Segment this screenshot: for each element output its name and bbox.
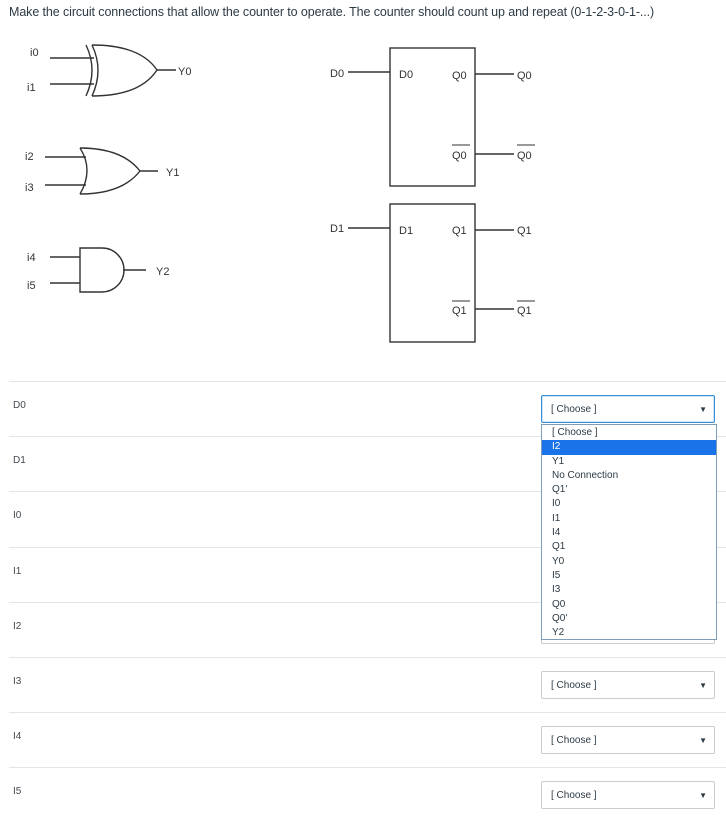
- answer-row-i3: I3 [ Choose ] ▼: [9, 657, 726, 713]
- i4-select[interactable]: [ Choose ] ▼: [541, 726, 715, 754]
- dropdown-option[interactable]: Q0: [552, 598, 566, 610]
- dropdown-option[interactable]: No Connection: [552, 469, 619, 481]
- d0-select[interactable]: [ Choose ] ▼: [541, 395, 715, 423]
- row-label: I0: [13, 510, 22, 521]
- ff0-d-pin-label: D0: [399, 69, 413, 81]
- dropdown-option[interactable]: Y2: [552, 627, 565, 639]
- caret-down-icon: ▼: [699, 681, 707, 690]
- gate2-input-a-label: i4: [27, 252, 36, 264]
- xor-gate: [50, 44, 176, 97]
- dropdown-option[interactable]: I1: [552, 512, 561, 524]
- dropdown-option[interactable]: Y1: [552, 455, 565, 467]
- select-value: [ Choose ]: [551, 404, 597, 415]
- and-gate: [50, 247, 146, 293]
- ff0-qbar-pin-label: Q0: [452, 150, 467, 162]
- ff1-qbar-output-label: Q1: [517, 305, 532, 317]
- dropdown-option[interactable]: Y0: [552, 555, 565, 567]
- dropdown-option-highlighted[interactable]: I2: [542, 440, 716, 455]
- row-label: I3: [13, 676, 22, 687]
- caret-down-icon: ▼: [699, 736, 707, 745]
- gate0-output-label: Y0: [178, 66, 191, 78]
- or-gate: [45, 147, 158, 195]
- gate1-output-label: Y1: [166, 167, 179, 179]
- row-label: I2: [13, 621, 22, 632]
- dropdown-option[interactable]: I0: [552, 498, 561, 510]
- dropdown-option[interactable]: Q1': [552, 484, 568, 496]
- ff0-q-pin-label: Q0: [452, 70, 467, 82]
- ff0-q-output-label: Q0: [517, 70, 532, 82]
- flip-flop-1: [348, 203, 514, 343]
- gate2-output-label: Y2: [156, 266, 169, 278]
- ff1-qbar-pin-label: Q1: [452, 305, 467, 317]
- gate1-input-a-label: i2: [25, 151, 34, 163]
- ff1-d-external-label: D1: [330, 223, 344, 235]
- dropdown-option[interactable]: I3: [552, 584, 561, 596]
- gate2-input-b-label: i5: [27, 280, 36, 292]
- d0-dropdown-listbox[interactable]: [ Choose ] I2 Y1 No Connection Q1' I0 I1…: [541, 424, 717, 640]
- dropdown-option[interactable]: I5: [552, 569, 561, 581]
- i3-select[interactable]: [ Choose ] ▼: [541, 671, 715, 699]
- ff0-d-external-label: D0: [330, 68, 344, 80]
- row-label: D0: [13, 400, 26, 411]
- answer-row-d0: D0 [ Choose ] ▼: [9, 381, 726, 437]
- flip-flop-0: [348, 47, 514, 187]
- select-value: [ Choose ]: [551, 735, 597, 746]
- caret-down-icon: ▼: [699, 405, 707, 414]
- dropdown-option[interactable]: I4: [552, 527, 561, 539]
- ff1-q-pin-label: Q1: [452, 225, 467, 237]
- gate1-input-b-label: i3: [25, 182, 34, 194]
- ff1-q-output-label: Q1: [517, 225, 532, 237]
- dropdown-option[interactable]: [ Choose ]: [552, 427, 598, 438]
- circuit-diagram: i0 i1 Y0 i2 i3 Y1 i4 i5 Y2 D0 D0 Q0 Q0 Q…: [25, 44, 535, 343]
- ff0-qbar-output-label: Q0: [517, 150, 532, 162]
- row-label: D1: [13, 455, 26, 466]
- question-text: Make the circuit connections that allow …: [9, 5, 655, 19]
- row-label: I4: [13, 731, 22, 742]
- select-value: [ Choose ]: [551, 680, 597, 691]
- answer-row-i4: I4 [ Choose ] ▼: [9, 712, 726, 768]
- caret-down-icon: ▼: [699, 791, 707, 800]
- gate0-input-a-label: i0: [30, 47, 39, 59]
- row-label: I5: [13, 786, 22, 797]
- answer-row-i5: I5 [ Choose ] ▼: [9, 767, 726, 823]
- ff1-d-pin-label: D1: [399, 225, 413, 237]
- row-label: I1: [13, 566, 22, 577]
- gate0-input-b-label: i1: [27, 82, 36, 94]
- dropdown-option[interactable]: Q0': [552, 612, 568, 624]
- i5-select[interactable]: [ Choose ] ▼: [541, 781, 715, 809]
- dropdown-option[interactable]: Q1: [552, 541, 566, 553]
- select-value: [ Choose ]: [551, 790, 597, 801]
